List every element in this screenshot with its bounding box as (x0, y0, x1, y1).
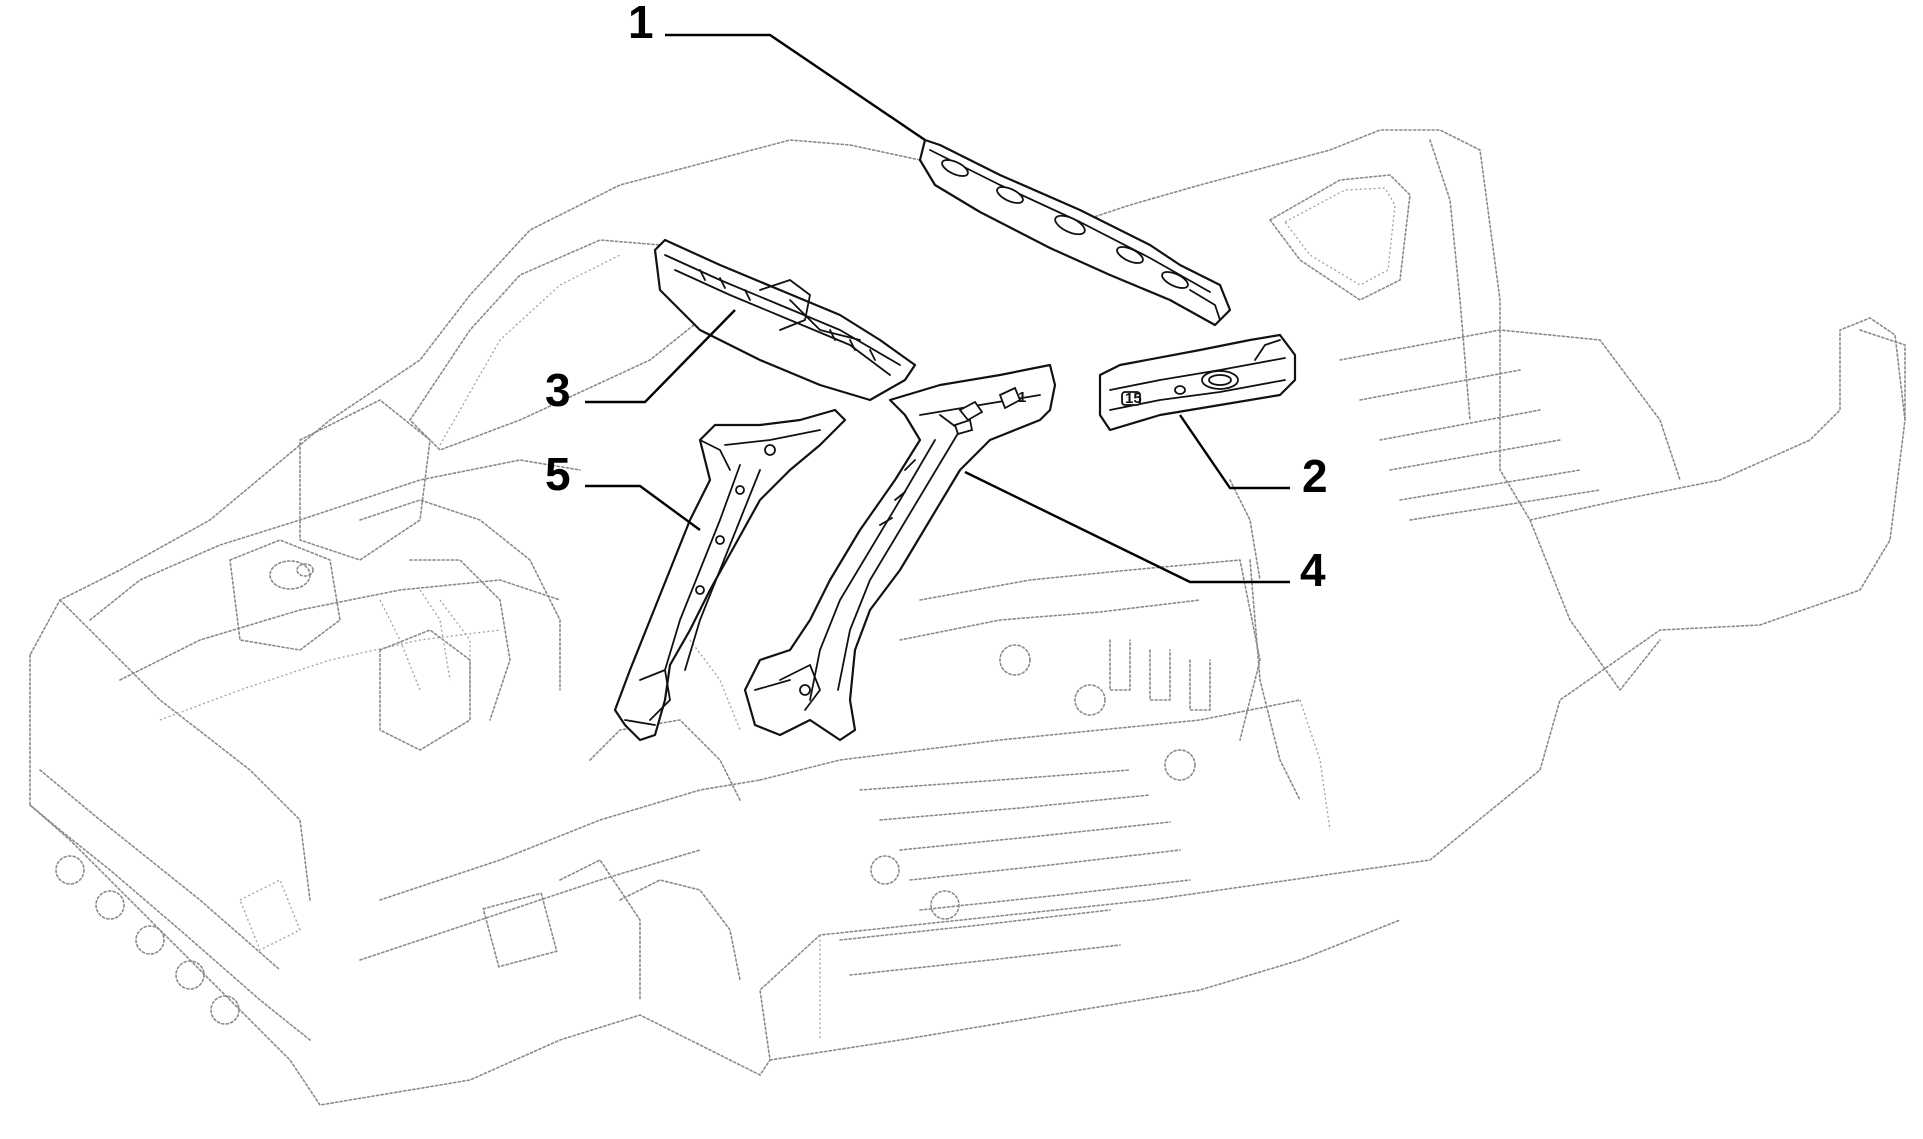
callout-4: 4 (1300, 544, 1326, 596)
floor-pan-ribs (839, 769, 1191, 976)
car-body-outline (29, 129, 1906, 1106)
part-1-rear-cross-rail (918, 138, 1232, 327)
pillar-stamp: 1 (1018, 389, 1026, 406)
part-4-b-pillar: 1 (743, 363, 1057, 742)
leader-3 (585, 309, 736, 404)
part-3-roof-front-rail (653, 238, 917, 402)
callout-labels: 1 2 3 4 5 (545, 0, 1328, 596)
crossmember-holes (55, 855, 240, 1025)
part-2-side-rail-bracket: 15 (1098, 333, 1297, 432)
leader-5 (585, 484, 701, 531)
callout-1: 1 (628, 0, 654, 48)
rail-stamp: 15 (1125, 390, 1142, 407)
leader-lines (585, 33, 1290, 584)
leader-1 (665, 33, 926, 141)
callout-2: 2 (1302, 450, 1328, 502)
part-5-a-pillar (613, 408, 847, 742)
callout-5: 5 (545, 448, 571, 500)
leader-2 (1179, 414, 1290, 490)
callout-3: 3 (545, 364, 571, 416)
leader-4 (964, 470, 1290, 584)
